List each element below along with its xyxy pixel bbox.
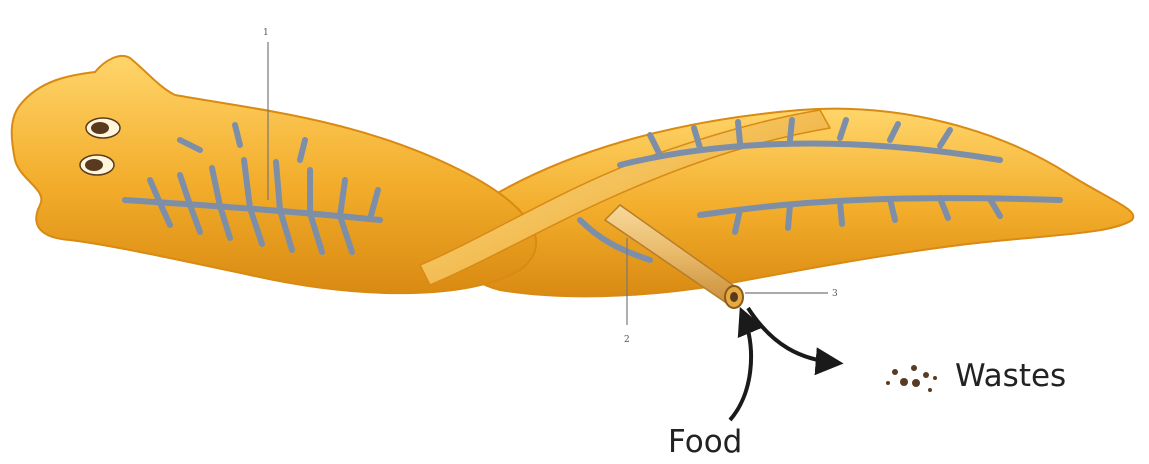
food-label: Food xyxy=(668,424,742,460)
food-arrow xyxy=(730,312,751,420)
wastes-label: Wastes xyxy=(955,358,1066,394)
marker-3: 3 xyxy=(832,289,838,299)
marker-2: 2 xyxy=(624,335,630,345)
waste-particles xyxy=(886,365,937,392)
marker-1: 1 xyxy=(263,28,269,38)
wastes-arrow xyxy=(748,308,838,363)
